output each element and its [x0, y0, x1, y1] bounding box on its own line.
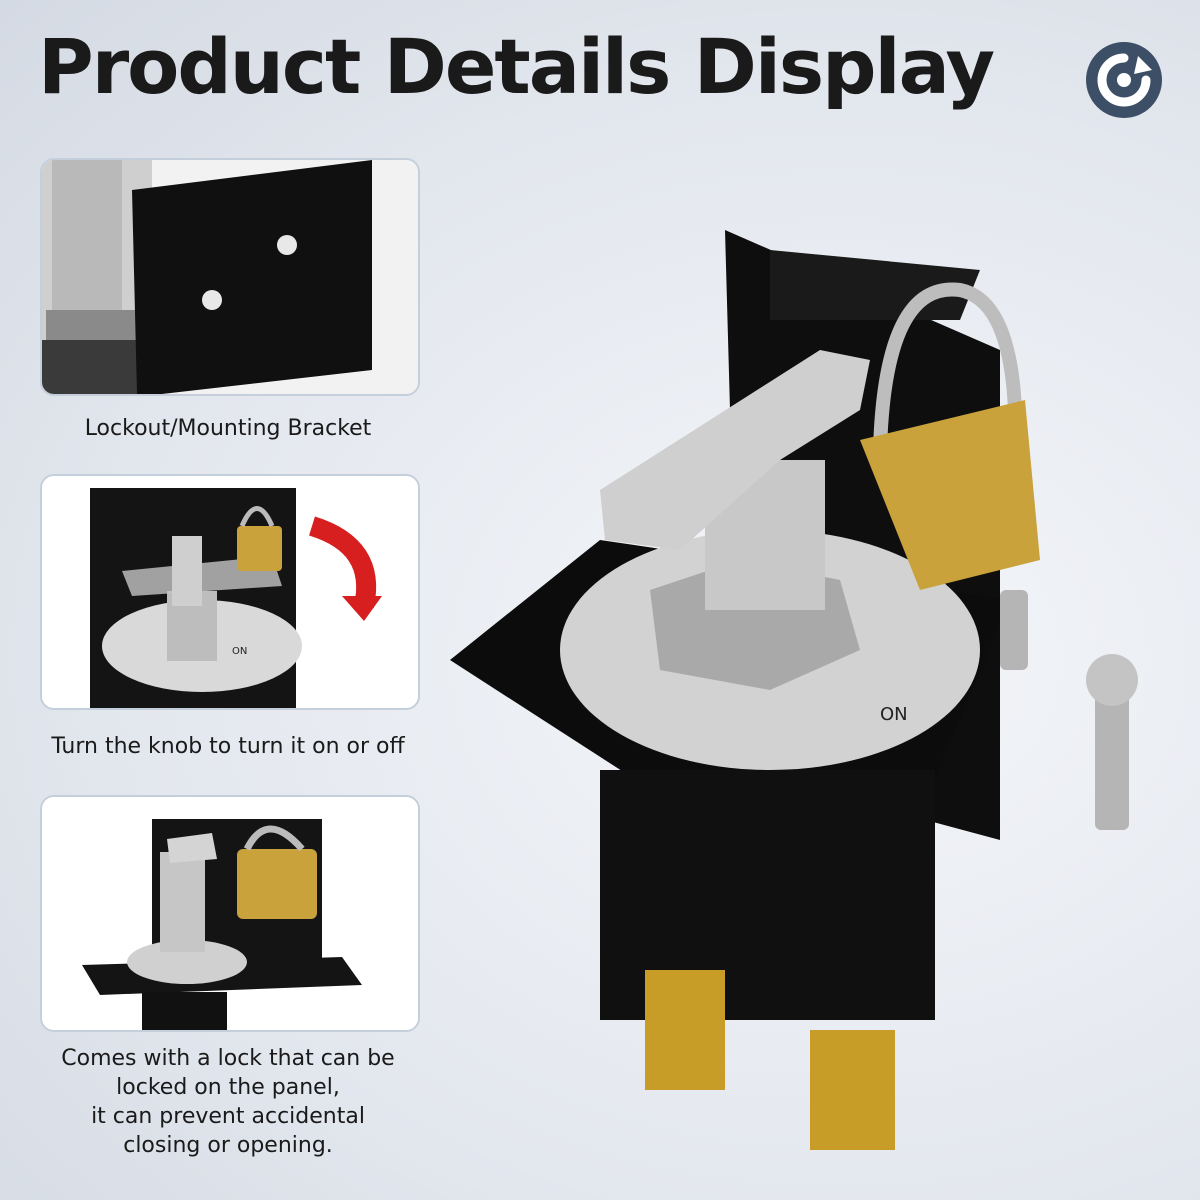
caption-line: Comes with a lock that can be — [61, 1046, 395, 1071]
detail-image-bracket — [40, 158, 420, 396]
detail-image-turn-knob: 90° ON — [40, 474, 420, 710]
caption-line: it can prevent accidental — [91, 1104, 365, 1129]
caption-line: locked on the panel, — [116, 1075, 340, 1100]
hero-dial-on-label: ON — [880, 704, 908, 725]
caption-turn-knob: Turn the knob to turn it on or off — [51, 734, 405, 759]
caption-padlock: Comes with a lock that can be locked on … — [20, 1044, 436, 1160]
hero-product-image: ON — [440, 210, 1180, 1160]
caption-bracket: Lockout/Mounting Bracket — [84, 416, 372, 441]
rotation-label: 90° — [325, 598, 346, 612]
brand-logo — [1086, 42, 1162, 118]
detail-image-padlock — [40, 795, 420, 1032]
refresh-icon — [1097, 53, 1152, 107]
caption-line: closing or opening. — [123, 1133, 333, 1158]
page-title: Product Details Display — [38, 22, 995, 111]
dial-on-label: ON — [232, 646, 247, 657]
